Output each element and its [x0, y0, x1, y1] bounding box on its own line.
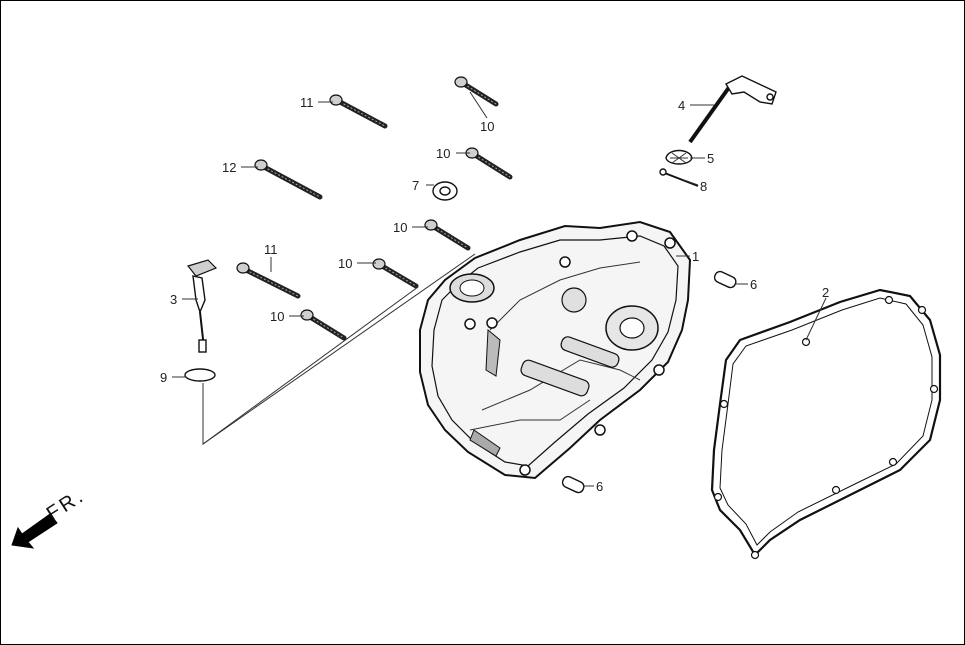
bolt-12 [254, 159, 323, 200]
label-10-d: 10 [338, 256, 352, 271]
label-6-lower: 6 [596, 479, 603, 494]
spacer-7 [432, 181, 458, 201]
right-crankcase-cover-1 [419, 220, 692, 480]
label-7: 7 [412, 178, 419, 193]
front-label: FR. [43, 484, 90, 525]
label-8: 8 [700, 179, 707, 194]
bolt-10-c [424, 219, 471, 251]
label-10-top: 10 [480, 119, 494, 134]
part-labels: 11 10 10 7 12 10 10 11 10 3 9 4 5 8 1 6 … [160, 95, 829, 494]
pin-8 [659, 168, 699, 187]
label-4: 4 [678, 98, 685, 113]
label-1: 1 [692, 249, 699, 264]
bolt-10-top [454, 76, 499, 107]
label-2: 2 [822, 285, 829, 300]
label-12: 12 [222, 160, 236, 175]
label-6-upper: 6 [750, 277, 757, 292]
bolt-11-b [236, 262, 301, 299]
label-10-e: 10 [270, 309, 284, 324]
cover-gasket-2 [710, 288, 942, 560]
label-3: 3 [170, 292, 177, 307]
spring-5 [665, 149, 693, 165]
label-9: 9 [160, 370, 167, 385]
bolt-10-d [372, 258, 419, 289]
bolt-10-b [465, 147, 513, 180]
label-11-top: 11 [300, 95, 314, 110]
label-10-c: 10 [393, 220, 407, 235]
front-direction-indicator: FR. [11, 484, 90, 549]
bolt-11-top [329, 94, 388, 129]
bolt-10-e [300, 309, 347, 341]
o-ring-9 [184, 368, 216, 382]
label-11-b: 11 [264, 242, 278, 257]
label-10-b: 10 [436, 146, 450, 161]
arrow-icon [11, 513, 58, 549]
dowel-6-upper [713, 270, 737, 289]
clutch-lever-shaft-4 [688, 75, 777, 144]
dowel-6-lower [561, 475, 585, 494]
leader-lines [172, 91, 827, 487]
label-5: 5 [707, 151, 714, 166]
oil-dipstick-3 [186, 259, 218, 353]
